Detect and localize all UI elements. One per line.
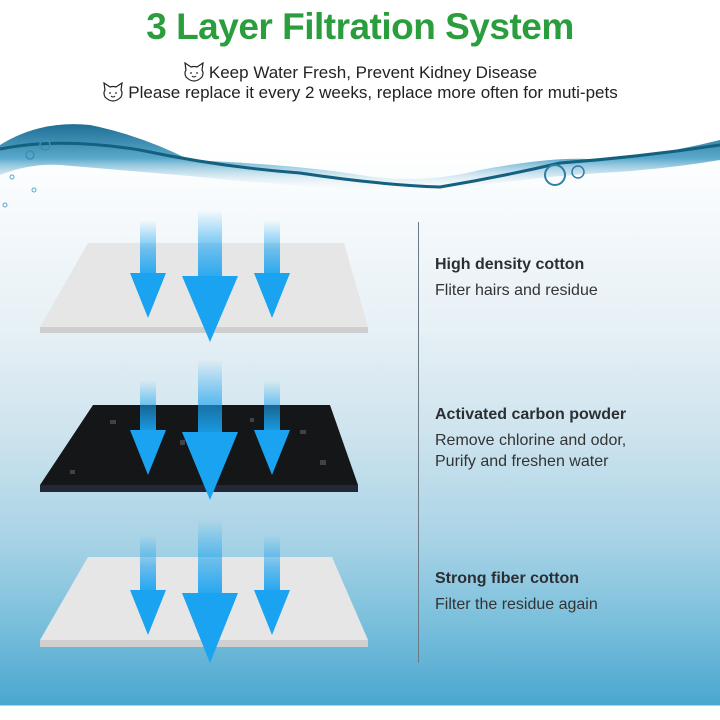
layer-2-description-line-2: Purify and freshen water: [435, 453, 609, 470]
layer-1-name: High density cotton: [435, 256, 585, 273]
cat-face-icon: [103, 82, 124, 102]
water-surface-wave: [0, 124, 720, 208]
subtitle-text-1: Keep Water Fresh, Prevent Kidney Disease: [208, 63, 538, 82]
layer-1-cotton-illustration: [40, 210, 368, 342]
layer-1-description: Fliter hairs and residue: [435, 282, 598, 299]
layer-3-cotton-illustration: [40, 520, 368, 663]
cat-face-icon: [184, 62, 204, 82]
vertical-divider: [418, 222, 419, 663]
layer-2-carbon-illustration: [40, 360, 358, 500]
layer-2-info: Activated carbon powder Remove chlorine …: [435, 406, 715, 472]
layer-2-name: Activated carbon powder: [435, 406, 627, 423]
layer-1-info: High density cotton Fliter hairs and res…: [435, 256, 715, 301]
page-title: 3 Layer Filtration System: [146, 6, 574, 47]
layer-3-name: Strong fiber cotton: [435, 570, 579, 587]
subtitle-line-1: Keep Water Fresh, Prevent Kidney Disease: [0, 62, 720, 83]
subtitle-line-2: Please replace it every 2 weeks, replace…: [0, 82, 720, 103]
subtitle-text-2: Please replace it every 2 weeks, replace…: [128, 83, 618, 102]
layer-3-info: Strong fiber cotton Filter the residue a…: [435, 570, 715, 615]
layer-2-description-line-1: Remove chlorine and odor,: [435, 432, 627, 449]
layer-3-description: Filter the residue again: [435, 596, 598, 613]
